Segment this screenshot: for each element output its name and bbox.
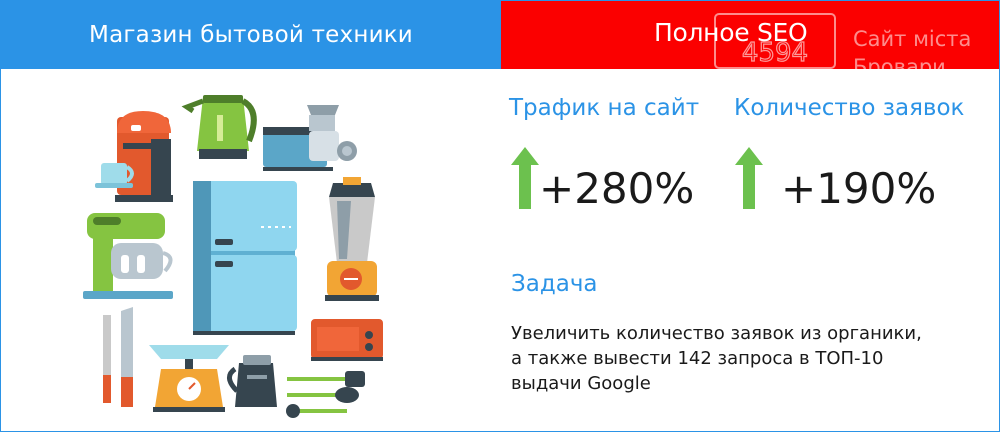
task-line: выдачи Google: [511, 373, 651, 394]
watermark-logo: 4594: [714, 13, 836, 69]
task-line: а также вывести 142 запроса в ТОП-10: [511, 348, 884, 369]
coffee-machine-icon: [95, 111, 173, 202]
watermark-number: 4594: [742, 38, 808, 68]
toaster-oven-icon: [311, 319, 383, 361]
appliances-illustration: [83, 95, 383, 418]
leads-metric-value: +190%: [781, 164, 937, 213]
kitchen-scale-icon: [149, 345, 229, 412]
service-title: Полное SEO: [654, 18, 808, 47]
task-line: Увеличить количество заявок из органики,: [511, 323, 922, 344]
header-right: Полное SEO 4594 Сайт міста Бровари: [501, 1, 999, 69]
watermark-city-line2: Бровари: [853, 55, 946, 69]
watermark-city: Сайт міста Бровари: [853, 25, 993, 69]
task-title: Задача: [511, 271, 598, 297]
knives-icon: [103, 307, 133, 407]
stand-mixer-icon: [83, 213, 173, 299]
jug-icon: [227, 355, 277, 407]
header-left: Магазин бытовой техники: [1, 1, 501, 69]
utensils-icon: [286, 371, 365, 418]
arrow-up-icon: [735, 147, 763, 209]
traffic-metric-label: Трафик на сайт: [509, 95, 700, 121]
refrigerator-icon: [193, 181, 297, 335]
watermark-city-line1: Сайт міста: [853, 27, 972, 51]
meat-grinder-icon: [263, 105, 357, 171]
arrow-up-icon: [511, 147, 539, 209]
task-description: Увеличить количество заявок из органики,…: [511, 321, 971, 396]
blender-icon: [325, 177, 379, 301]
kettle-icon: [181, 95, 257, 159]
leads-metric-label: Количество заявок: [734, 95, 965, 121]
shop-type-title: Магазин бытовой техники: [89, 22, 413, 48]
traffic-metric-value: +280%: [539, 164, 695, 213]
